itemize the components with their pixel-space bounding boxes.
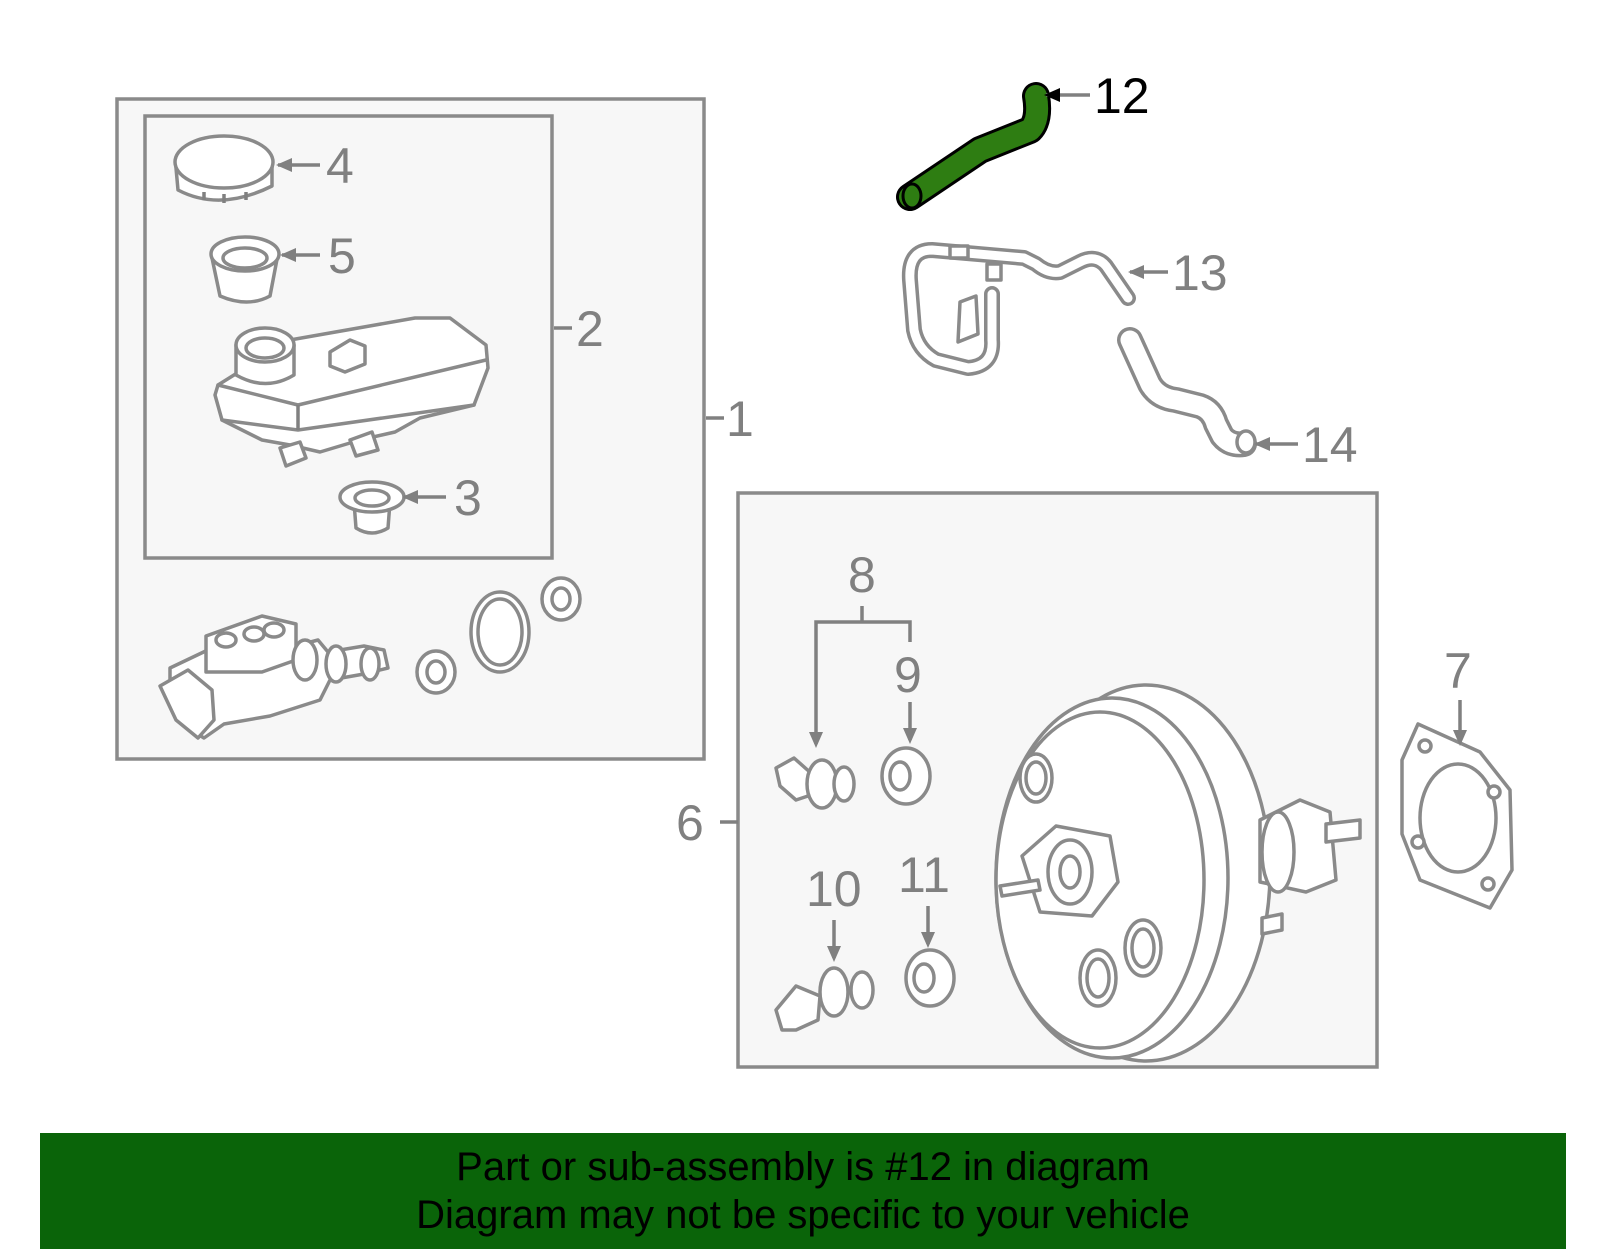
gasket-part-7: [1400, 722, 1514, 910]
label-1: 1: [726, 391, 754, 447]
check-valve-part-10: [774, 966, 875, 1032]
nut-part-2: [540, 576, 582, 622]
nut-part-1: [415, 649, 457, 695]
reservoir-part: [213, 316, 490, 468]
label-10: 10: [806, 861, 862, 917]
label-5: 5: [328, 228, 356, 284]
o-ring-part: [469, 590, 531, 674]
label-9: 9: [894, 647, 922, 703]
label-4: 4: [326, 138, 354, 194]
banner-line-2: Diagram may not be specific to your vehi…: [416, 1193, 1190, 1237]
leader-lines: [276, 88, 1467, 962]
label-12: 12: [1094, 68, 1150, 124]
info-banner: Part or sub-assembly is #12 in diagram D…: [40, 1133, 1566, 1249]
grommet-part-9: [880, 746, 932, 806]
brake-booster-part: [994, 683, 1362, 1063]
banner-line-1: Part or sub-assembly is #12 in diagram: [456, 1145, 1150, 1189]
label-11: 11: [898, 847, 950, 903]
label-7: 7: [1444, 643, 1472, 699]
check-valve-part-8: [774, 756, 856, 810]
grommet-part-11: [904, 948, 956, 1008]
reservoir-cap-part: [173, 134, 275, 203]
label-3: 3: [454, 470, 482, 526]
vacuum-pipe-part: [901, 242, 1136, 376]
label-14: 14: [1302, 417, 1358, 473]
grommet-part: [338, 480, 406, 535]
label-2: 2: [576, 301, 604, 357]
strainer-part: [209, 235, 281, 304]
label-6: 6: [676, 795, 704, 851]
hose-part-14: [1117, 327, 1257, 458]
master-cylinder-part: [158, 614, 390, 740]
label-8: 8: [848, 547, 876, 603]
label-13: 13: [1172, 245, 1228, 301]
